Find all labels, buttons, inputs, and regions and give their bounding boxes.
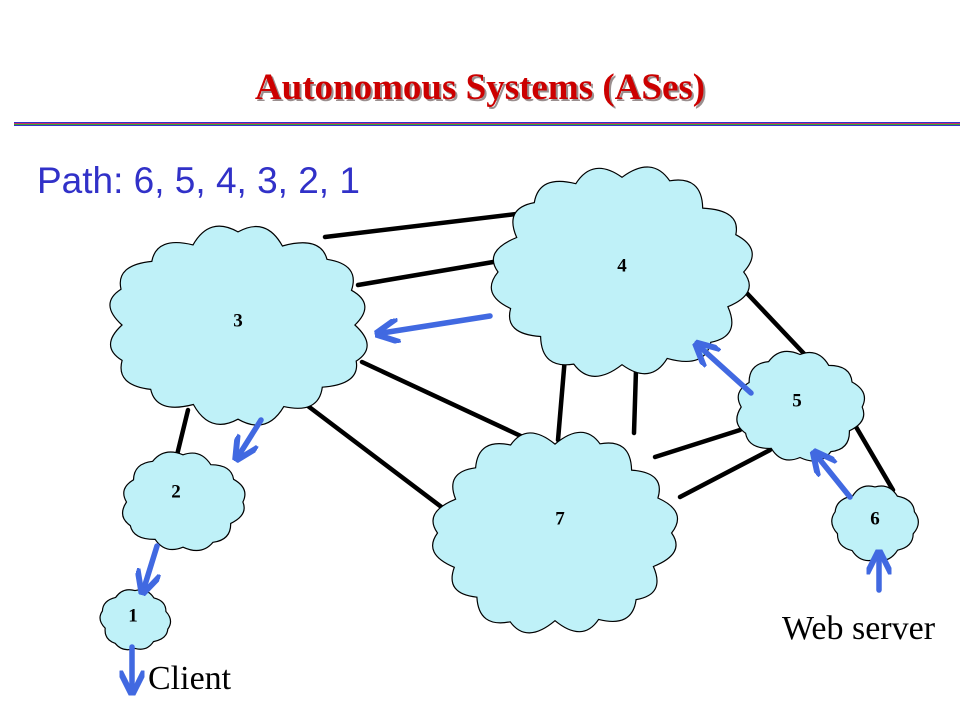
as-label-1: 1	[128, 605, 138, 626]
link-3-4-upper	[322, 209, 536, 240]
as-label-5: 5	[792, 390, 802, 411]
link-4-7-left	[555, 354, 568, 443]
cloud-shape-3	[109, 225, 368, 426]
as-clouds: 1 2 3 4 5 6 7	[99, 166, 919, 651]
client-label: Client	[148, 660, 232, 697]
as-cloud-5: 5	[736, 350, 866, 462]
route-arrows	[132, 313, 879, 688]
as-cloud-7: 7	[432, 431, 679, 634]
web-server-label: Web server	[782, 610, 936, 647]
as-cloud-4: 4	[490, 166, 753, 377]
cloud-shape-5	[736, 350, 866, 462]
as-cloud-2: 2	[121, 451, 246, 552]
as-cloud-1: 1	[99, 589, 172, 651]
as-label-7: 7	[555, 508, 565, 529]
divider-line-4	[14, 125, 960, 126]
link-3-7-lower	[297, 397, 455, 518]
link-4-7-right	[631, 367, 639, 436]
cloud-shape-4	[490, 166, 753, 377]
link-3-7-upper	[359, 359, 543, 448]
as-cloud-6: 6	[831, 485, 919, 562]
divider-line-2	[14, 123, 960, 124]
divider-line-3	[14, 124, 960, 125]
link-5-7-upper	[652, 427, 743, 460]
cloud-shape-2	[121, 451, 246, 552]
as-label-2: 2	[171, 481, 181, 502]
divider-line-1	[14, 122, 960, 123]
cloud-shape-1	[99, 589, 172, 651]
as-label-3: 3	[233, 310, 243, 331]
link-3-2	[174, 407, 191, 458]
route-arrow-5-to-4	[700, 347, 754, 396]
link-4-5	[739, 285, 813, 363]
as-label-4: 4	[617, 255, 627, 276]
slide-title: Autonomous Systems (ASes)	[254, 67, 706, 108]
link-5-6	[849, 417, 896, 493]
route-arrow-4-to-3	[382, 313, 493, 333]
as-label-6: 6	[870, 508, 880, 529]
route-arrow-2-to-1	[144, 543, 157, 588]
as-cloud-3: 3	[109, 225, 368, 426]
link-3-4-lower	[355, 257, 508, 288]
path-label: Path: 6, 5, 4, 3, 2, 1	[37, 160, 360, 201]
as-links	[174, 209, 896, 518]
route-arrow-3-to-2	[239, 417, 264, 455]
route-arrow-6-to-5	[817, 456, 853, 500]
link-5-7-lower	[677, 447, 773, 500]
title-divider	[14, 122, 960, 126]
cloud-shape-7	[432, 431, 679, 634]
